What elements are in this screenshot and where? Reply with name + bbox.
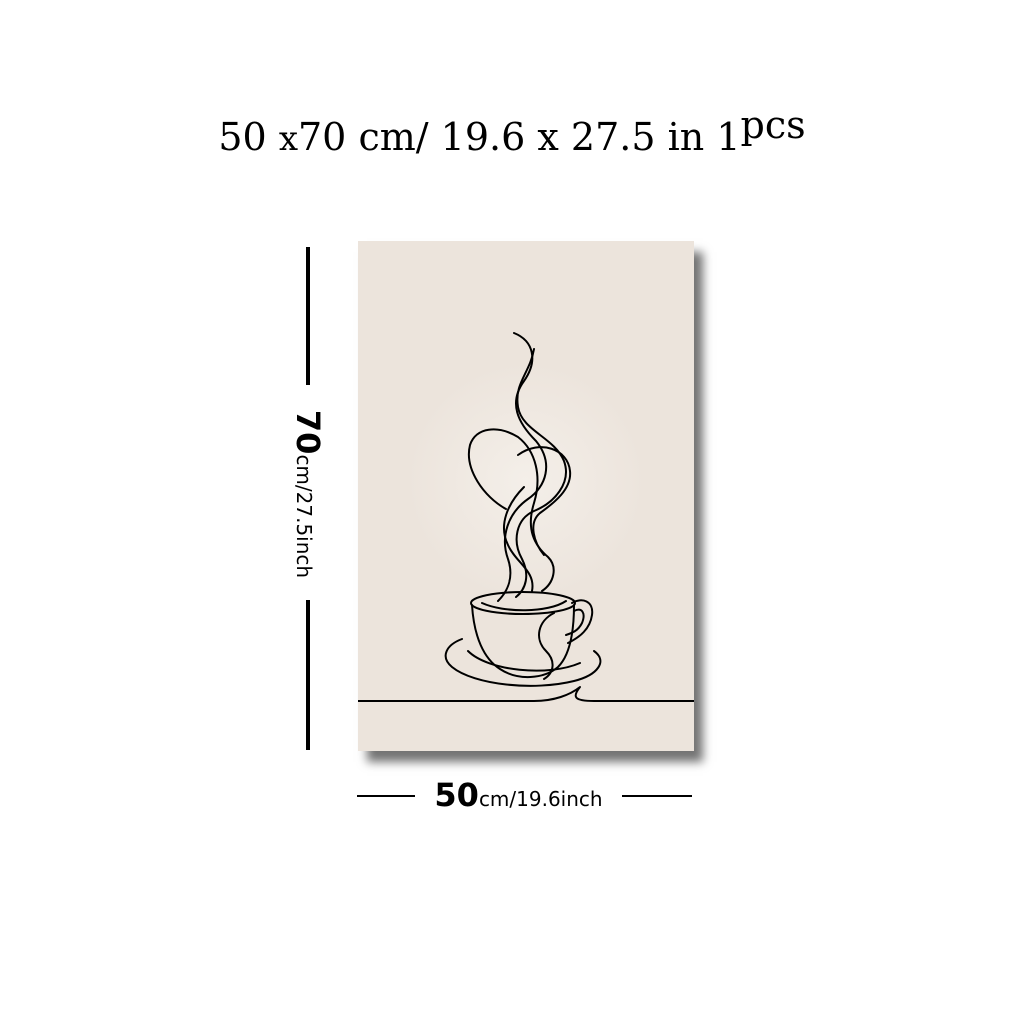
cup-handle-inner xyxy=(565,608,585,636)
headline-size-in-b: 27.5 xyxy=(570,115,656,159)
cup-body xyxy=(471,604,575,679)
headline-qty: 1 xyxy=(716,115,741,159)
steam-line-3 xyxy=(467,428,555,592)
coffee-cup-illustration xyxy=(358,332,694,702)
saucer-outer xyxy=(444,638,602,687)
size-headline: 50 x70 cm/ 19.6 x 27.5 in 1pcs xyxy=(0,106,1024,159)
steam-line-1 xyxy=(497,332,547,602)
height-unit: cm/27.5inch xyxy=(292,454,316,579)
saucer-inner xyxy=(467,650,581,672)
width-line-right xyxy=(622,795,692,797)
headline-unit-cm: cm/ xyxy=(358,115,429,159)
width-unit: cm/19.6inch xyxy=(478,787,603,811)
cup-handle xyxy=(567,599,594,644)
steam-line-5 xyxy=(503,486,534,592)
height-line-bottom xyxy=(306,600,310,750)
headline-size-in: 19.6 xyxy=(440,115,526,159)
canvas-print xyxy=(358,241,694,751)
cup-rim xyxy=(470,591,576,615)
width-value: 50 xyxy=(434,776,479,814)
width-label: 50cm/19.6inch xyxy=(415,779,622,811)
headline-size-a: 50 xyxy=(218,115,267,159)
headline-unit-in: in xyxy=(667,115,705,159)
headline-x2: x xyxy=(537,115,559,159)
cup-inner-line xyxy=(538,612,555,680)
horizon-line xyxy=(358,686,694,702)
steam-line-4 xyxy=(517,446,572,556)
headline-size-b: 70 xyxy=(298,115,347,159)
width-line-left xyxy=(357,795,415,797)
height-value: 70 xyxy=(289,409,327,455)
headline-qty-unit: pcs xyxy=(740,103,806,147)
steam-line-2 xyxy=(515,348,567,598)
height-line-top xyxy=(306,247,310,385)
cup-rim-inner xyxy=(481,600,567,612)
headline-x: x xyxy=(278,119,298,159)
